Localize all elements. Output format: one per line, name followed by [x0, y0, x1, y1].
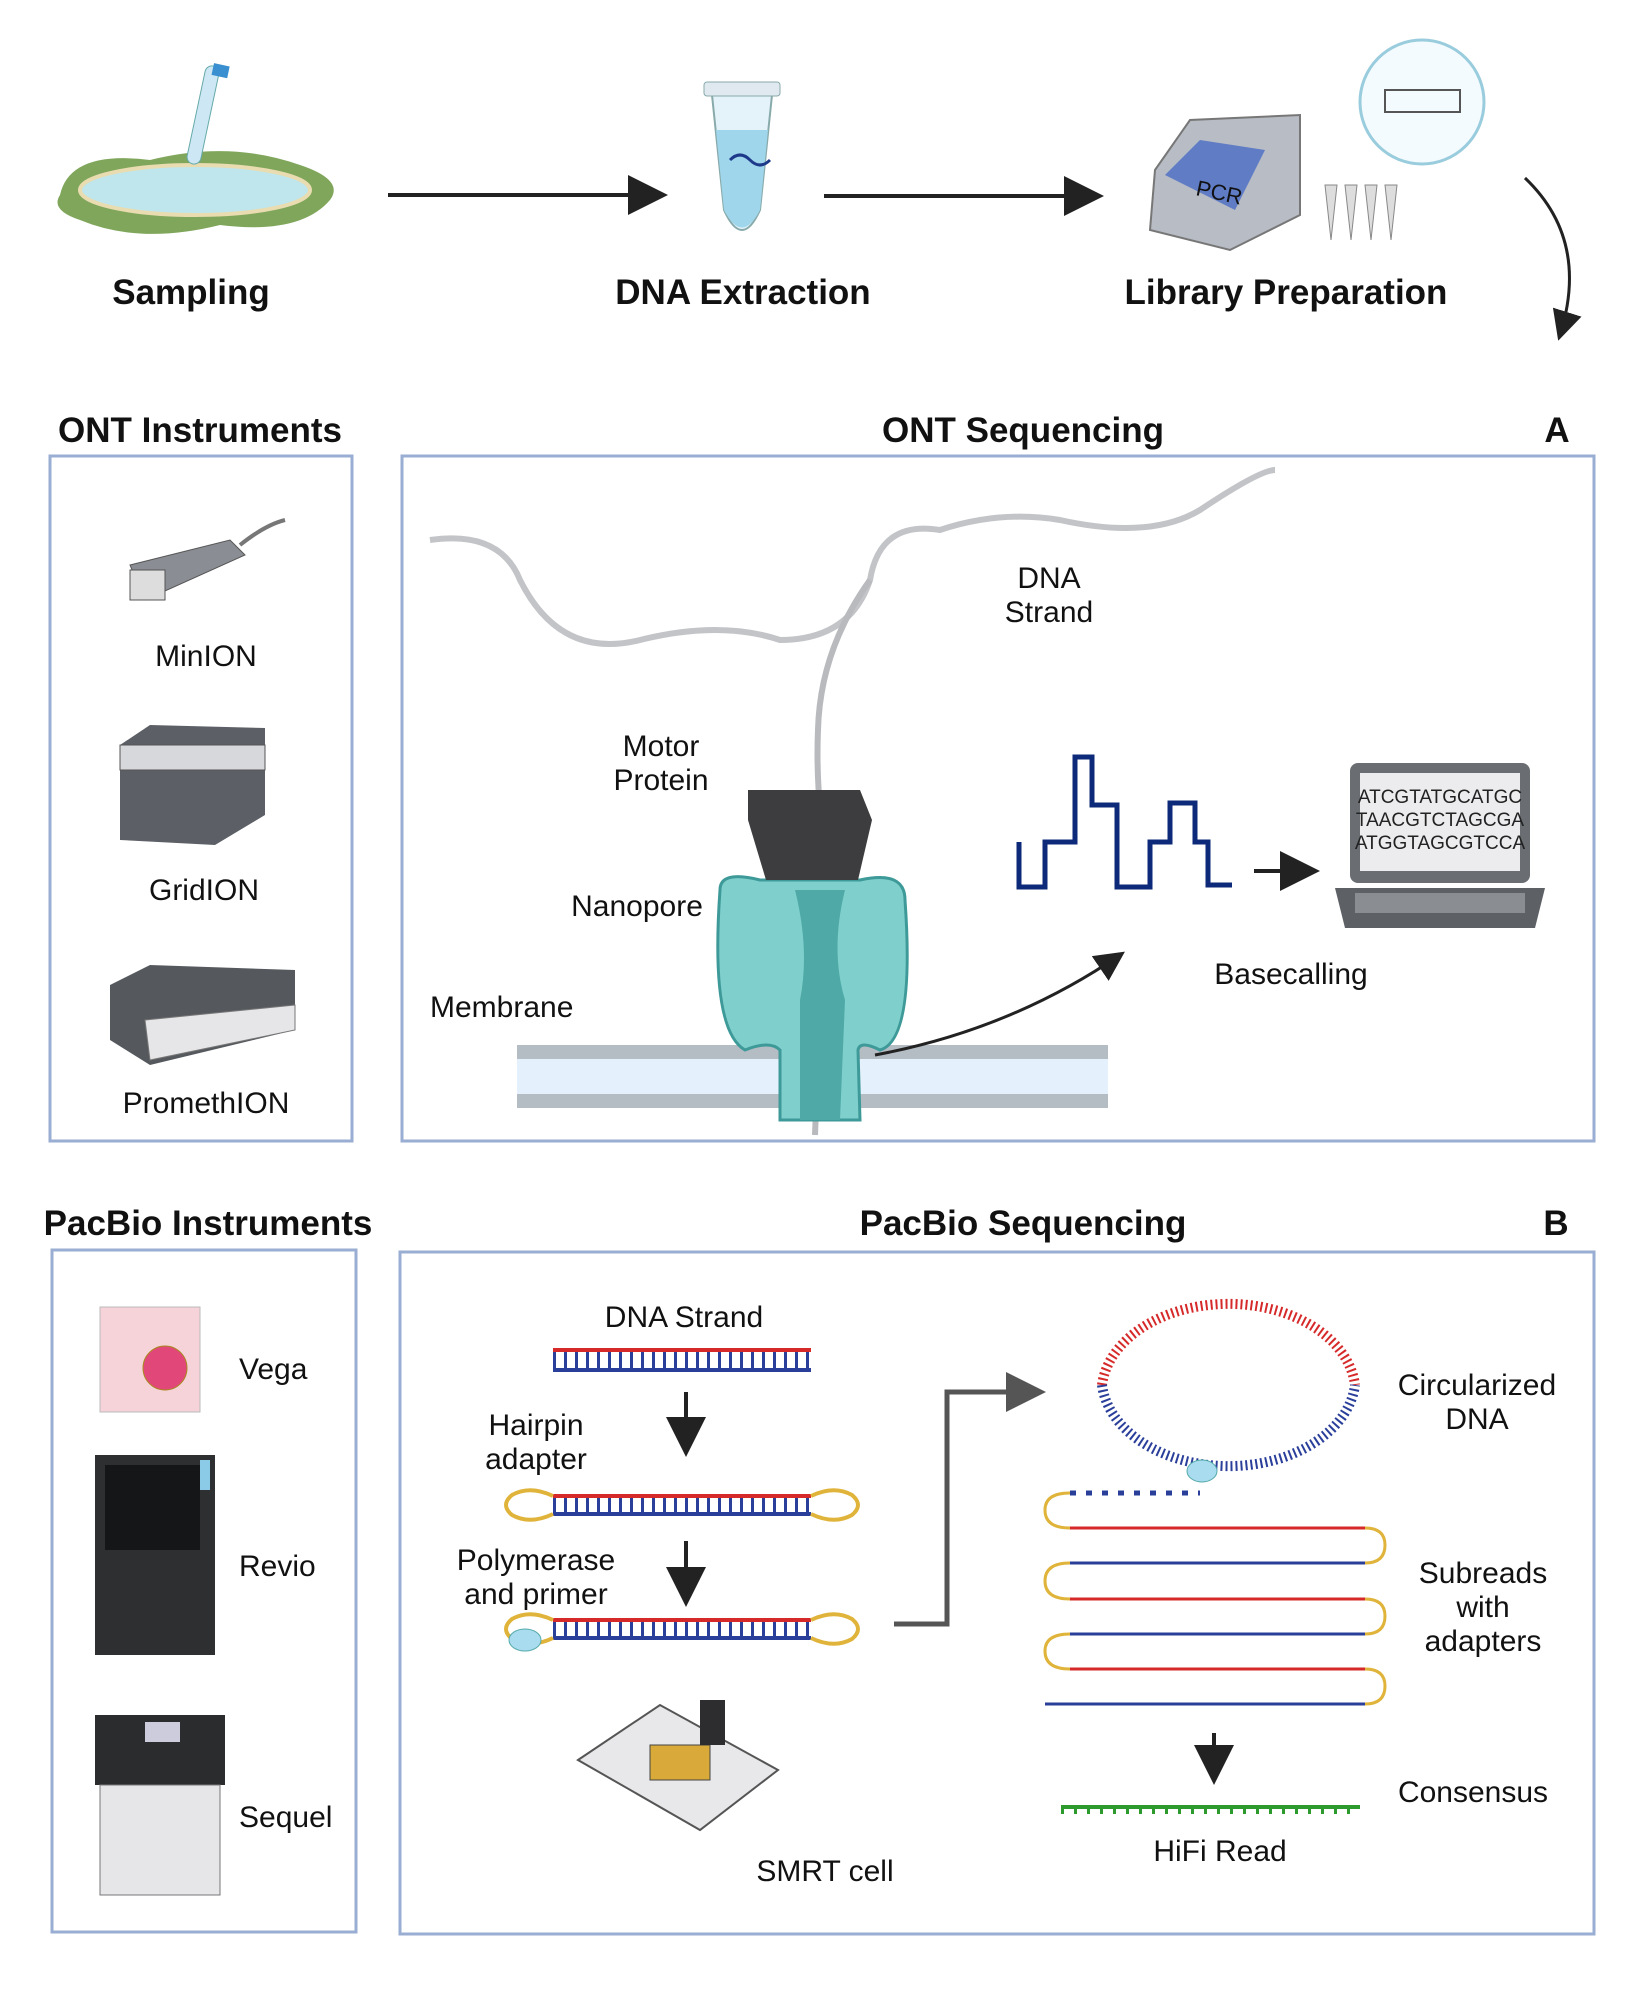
dna-extraction-tube-icon [703, 81, 781, 231]
step-dna-extraction: DNA Extraction [615, 273, 870, 312]
ont-sequencing-title: ONT Sequencing [882, 411, 1164, 450]
smrt-cell-icon [576, 1700, 780, 1832]
pacbio-sequencing-title: PacBio Sequencing [860, 1204, 1187, 1243]
pacbio-dna-strand-label: DNA Strand [605, 1301, 763, 1334]
step-sampling: Sampling [112, 273, 270, 312]
elbow-arrow-icon [894, 1372, 1046, 1627]
basecalling-label: Basecalling [1214, 958, 1367, 991]
circularized-label-line1: Circularized [1398, 1369, 1556, 1402]
subreads-label-line2: with [1455, 1591, 1509, 1624]
revio-icon [95, 1455, 215, 1655]
circularized-dna [1097, 1298, 1360, 1483]
pacbio-instruments-title: PacBio Instruments [44, 1204, 373, 1243]
current-signal-trace [1016, 754, 1232, 890]
promethion-icon [110, 965, 296, 1065]
motor-protein-label-line1: Motor [623, 730, 700, 763]
gridion-icon [119, 725, 266, 845]
laptop-icon [1335, 763, 1545, 928]
polymerase-bound-dna [504, 1612, 860, 1652]
instrument-sequel: Sequel [239, 1801, 332, 1834]
instrument-vega: Vega [239, 1353, 308, 1386]
laptop-sequence-3: ATGGTAGCGTCCA [1355, 833, 1526, 854]
subreads-label-line3: adapters [1425, 1625, 1542, 1658]
panel-letter-a: A [1544, 411, 1569, 450]
hairpin-label-line1: Hairpin [488, 1409, 583, 1442]
circularized-label-line2: DNA [1445, 1403, 1508, 1436]
instrument-minion: MinION [155, 640, 257, 673]
motor-protein [748, 790, 872, 880]
motor-protein-label-line2: Protein [613, 764, 708, 797]
laptop-sequence-2: TAACGTCTAGCGA [1356, 810, 1525, 831]
signal-arrow-icon [874, 951, 1125, 1057]
dna-strand-label-line1: DNA [1017, 562, 1080, 595]
ont-instruments-box [48, 454, 354, 1143]
hairpin-label-line2: adapter [485, 1443, 587, 1476]
consensus-label: Consensus [1398, 1776, 1548, 1809]
vega-icon [99, 1306, 201, 1413]
hairpin-adapter-dna [504, 1488, 860, 1522]
subreads-label-line1: Subreads [1419, 1557, 1547, 1590]
nanopore-label: Nanopore [571, 890, 703, 923]
ont-sequencing-box [400, 454, 1596, 1143]
laptop-sequence-1: ATCGTATGCATGC [1358, 787, 1522, 808]
instrument-gridion: GridION [149, 874, 259, 907]
double-strand-dna [553, 1348, 811, 1372]
sequel-icon [95, 1715, 225, 1896]
pacbio-instruments-box [50, 1248, 358, 1934]
subreads-with-adapters [1043, 1490, 1387, 1706]
smrt-cell-label: SMRT cell [756, 1855, 893, 1888]
minion-icon [129, 518, 286, 601]
hifi-read-label: HiFi Read [1153, 1835, 1286, 1868]
instrument-revio: Revio [239, 1550, 316, 1583]
nanopore-protein [716, 875, 909, 1122]
instrument-promethion: PromethION [123, 1087, 290, 1120]
polymerase-label-line2: and primer [464, 1578, 607, 1611]
step-library-preparation: Library Preparation [1125, 273, 1448, 312]
pacbio-sequencing-box [398, 1250, 1596, 1936]
curved-arrow-icon [1523, 176, 1582, 341]
panel-letter-b: B [1543, 1204, 1568, 1243]
polymerase-label-line1: Polymerase [457, 1544, 615, 1577]
pcr-machine-icon: PCR [1148, 38, 1486, 252]
sampling-pond-icon [57, 63, 334, 234]
dna-strand-label-line2: Strand [1005, 596, 1093, 629]
membrane-label: Membrane [430, 991, 573, 1024]
ont-instruments-title: ONT Instruments [58, 411, 342, 450]
